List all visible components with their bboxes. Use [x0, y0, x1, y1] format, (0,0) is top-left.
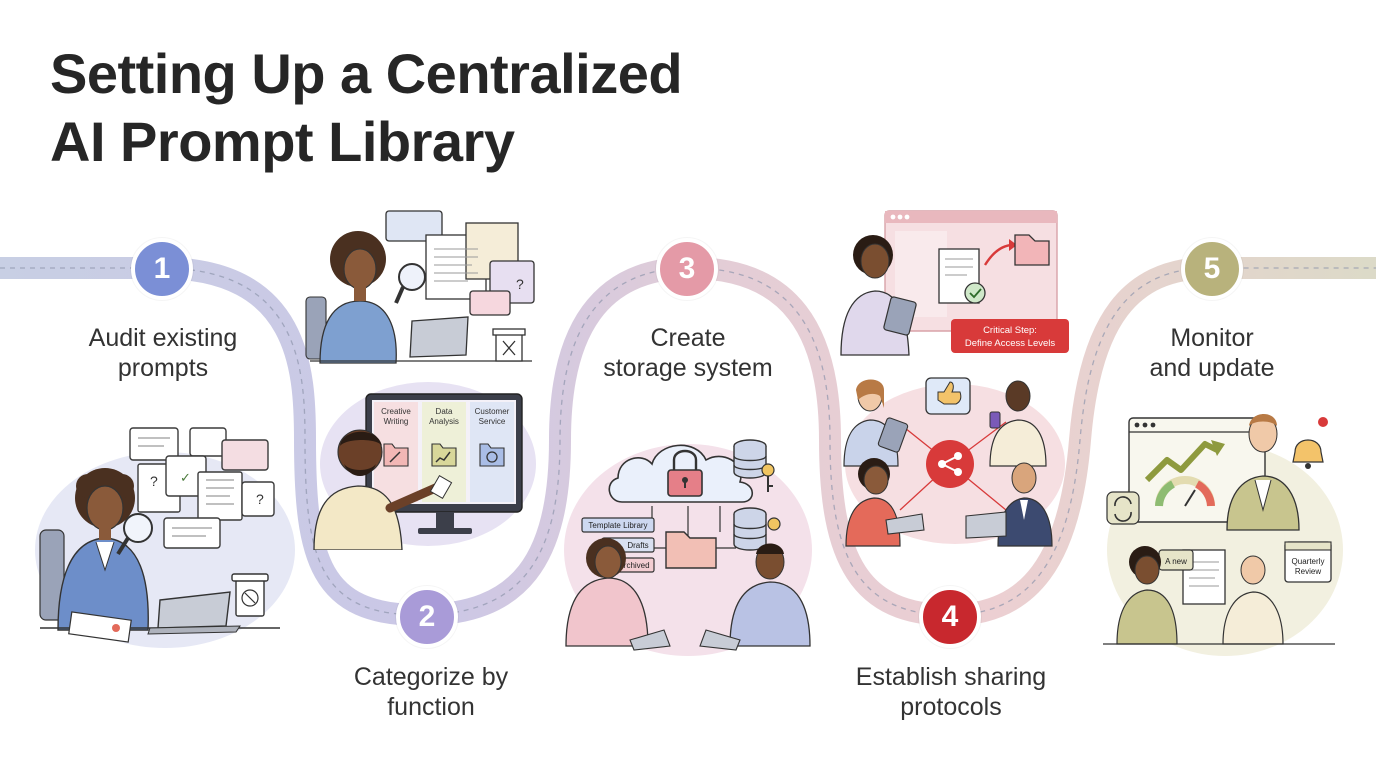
refresh-icon — [1106, 491, 1140, 525]
growth-chart-icon — [1144, 440, 1225, 483]
bell-icon — [1292, 417, 1328, 469]
svg-text:Review: Review — [1295, 567, 1321, 576]
step-3-label: Create storage system — [568, 323, 808, 383]
step-5-label-line-1: Monitor — [1170, 324, 1254, 352]
trash-icon — [231, 573, 269, 617]
sharing-illustration — [843, 377, 1065, 547]
svg-text:Drafts: Drafts — [627, 541, 648, 550]
gauge-icon — [1155, 476, 1215, 507]
svg-text:Creative: Creative — [381, 407, 411, 416]
step-5-label: Monitor and update — [1092, 323, 1332, 383]
step-4-label-line-2: protocols — [900, 693, 1002, 721]
svg-text:Service: Service — [479, 417, 506, 426]
step-2-label-line-1: Categorize by — [353, 663, 509, 691]
storage-illustration: Template Library Drafts Archived — [564, 439, 812, 656]
database-icon — [733, 439, 767, 479]
review-illustration: ? — [305, 210, 535, 364]
share-icon — [926, 440, 974, 488]
title-line-2: AI Prompt Library — [50, 110, 515, 173]
step-2-label: Categorize by function — [311, 662, 551, 722]
folder-icon — [665, 531, 717, 569]
calendar-icon: Quarterly Review — [1284, 541, 1332, 583]
svg-text:Template Library: Template Library — [588, 521, 647, 530]
padlock-icon — [667, 449, 703, 497]
step-5-badge: 5 — [1181, 238, 1243, 300]
svg-text:?: ? — [150, 473, 158, 489]
svg-text:Define Access Levels: Define Access Levels — [965, 338, 1056, 349]
key-icon — [761, 463, 775, 492]
step-1-label-line-1: Audit existing — [88, 324, 238, 352]
svg-text:Critical Step:: Critical Step: — [983, 325, 1037, 336]
step-4-badge: 4 — [919, 586, 981, 648]
step-4-label: Establish sharing protocols — [831, 662, 1071, 722]
step-1-label-line-2: prompts — [117, 354, 209, 382]
svg-text:Writing: Writing — [384, 417, 409, 426]
svg-text:Archived: Archived — [618, 561, 649, 570]
access-illustration: Critical Step: Define Access Levels — [840, 210, 1069, 356]
monitor-illustration: A new Quarterly Review — [1103, 414, 1343, 656]
svg-text:?: ? — [516, 276, 524, 292]
svg-text:✓: ✓ — [180, 470, 191, 485]
step-5-label-line-2: and update — [1149, 354, 1275, 382]
step-3-badge: 3 — [656, 238, 718, 300]
step-2-label-line-2: function — [387, 693, 475, 721]
svg-text:Data: Data — [436, 407, 453, 416]
svg-text:A new: A new — [1165, 557, 1187, 566]
step-2-badge: 2 — [396, 586, 458, 648]
page-title: Setting Up a Centralized AI Prompt Libra… — [50, 40, 683, 176]
categorize-illustration: Creative Writing Data Analysis Customer … — [313, 382, 536, 550]
audit-illustration: ? ? ✓ — [35, 427, 295, 648]
svg-text:?: ? — [256, 491, 264, 507]
svg-text:Analysis: Analysis — [429, 417, 459, 426]
magnifier-icon — [116, 513, 153, 556]
step-4-label-line-1: Establish sharing — [855, 663, 1047, 691]
title-line-1: Setting Up a Centralized — [50, 42, 683, 105]
step-3-label-line-2: storage system — [603, 354, 773, 382]
thumbs-up-icon — [925, 377, 971, 415]
step-1-badge: 1 — [131, 238, 193, 300]
svg-text:Customer: Customer — [475, 407, 510, 416]
step-1-label: Audit existing prompts — [43, 323, 283, 383]
step-3-label-line-1: Create — [650, 324, 726, 352]
svg-text:Quarterly: Quarterly — [1292, 557, 1325, 566]
